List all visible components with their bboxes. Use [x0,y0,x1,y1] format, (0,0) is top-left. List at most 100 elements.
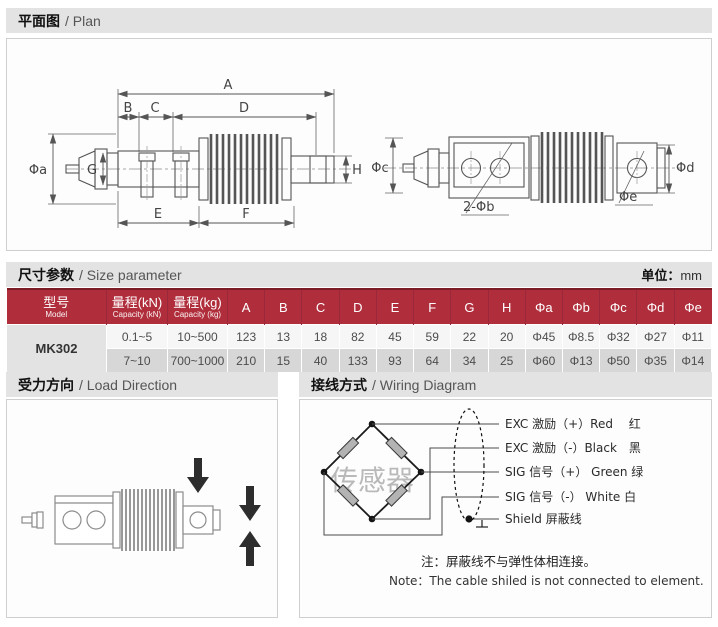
size-parameter-table: 型号 Model 量程(kN) Capacity (kN) 量程(kg) Cap… [6,288,713,373]
table-cell: Φ14 [673,348,713,373]
load-title-zh: 受力方向 [18,376,74,393]
table-cell: 93 [375,348,415,373]
load-direction-panel [6,399,278,618]
dim-label-phi-d: Φd [676,161,694,176]
bridge-resistors [336,436,408,507]
col-header-phi-e: Φe [673,288,712,325]
table-cell: Φ45 [524,324,563,349]
dim-label-b: B [124,101,133,116]
plan-panel: A B C D E F Φa G H [6,38,712,251]
dim-label-f: F [242,207,249,222]
dim-label-two-phi-b: 2-Φb [463,200,494,215]
ground-icon [476,520,488,528]
col-header-phi-b: Φb [561,288,600,325]
dim-label-e: E [154,207,162,222]
wire-label-shield: Shield 屏蔽线 [505,512,582,526]
table-cell: 22 [450,324,489,349]
dim-label-d: D [239,101,249,116]
wire-label-exc-minus: EXC 激励（-）Black 黑 [505,441,641,455]
plan-side-view-drawing: A B C D E F Φa G H [29,78,362,228]
table-cell: 64 [413,348,452,373]
plan-top-view-drawing: Φc Φd 2-Φb Φe [371,132,694,216]
table-cell: 700~1000 [167,348,228,373]
table-cell: Φ60 [524,348,563,373]
table-cell: 40 [301,348,340,373]
table-cell: Φ50 [599,348,638,373]
wire-label-sig-minus: SIG 信号（-） White 白 [505,489,636,504]
col-header-capacity-kn: 量程(kN) Capacity (kN) [106,288,168,325]
size-title-zh: 尺寸参数 [18,266,74,283]
table-cell: 59 [413,324,452,349]
wiring-title-en: / Wiring Diagram [372,376,477,393]
table-cell: 10~500 [167,324,228,349]
table-cell: Φ35 [636,348,675,373]
table-row: 7~10 700~1000 210 15 40 133 93 64 34 25 … [7,348,713,373]
col-header-a: A [226,288,265,325]
dim-label-a: A [224,78,233,93]
dim-label-h: H [352,163,362,178]
plan-section-header: 平面图 / Plan [6,8,712,33]
table-row: MK302 0.1~5 10~500 123 13 18 82 45 59 22… [6,324,713,373]
unit-indicator: 单位：mm [641,265,702,284]
unit-value: mm [680,268,702,283]
col-header-b: B [264,288,302,325]
col-header-f: F [413,288,451,325]
col-header-phi-d: Φd [636,288,675,325]
table-cell: Φ11 [673,324,713,349]
col-header-g: G [450,288,489,325]
col-header-c: C [301,288,340,325]
dim-label-phi-c: Φc [371,161,388,176]
table-cell: 13 [264,324,303,349]
dim-label-g: G [87,163,97,178]
note-zh: 注：屏蔽线不与弹性体相连接。 [421,554,596,569]
table-header-row: 型号 Model 量程(kN) Capacity (kN) 量程(kg) Cap… [6,288,712,325]
cable-bundle-ellipse [453,408,485,522]
table-cell: 7~10 [106,348,168,373]
size-section-header: 尺寸参数 / Size parameter 单位：mm [6,262,712,287]
table-cell: 123 [226,324,266,349]
dim-label-c: C [150,101,159,116]
col-header-capacity-kg: 量程(kg) Capacity (kg) [167,288,228,325]
table-cell: 45 [375,324,415,349]
col-header-e: E [375,288,414,325]
load-arrow-up-icon [239,531,261,566]
load-title-en: / Load Direction [79,376,178,393]
table-cell: Φ27 [636,324,675,349]
load-arrow-down-icon [187,458,209,493]
col-header-h: H [487,288,526,325]
table-cell: 34 [450,348,489,373]
table-cell: 0.1~5 [106,324,168,349]
wiring-diagram-drawing: 传感器 EXC 激 [320,408,704,588]
wiring-title-zh: 接线方式 [311,376,367,393]
table-cell: 15 [264,348,303,373]
wire-label-sig-plus: SIG 信号（+） Green 绿 [505,464,643,479]
col-header-d: D [338,288,377,325]
load-section-header: 受力方向 / Load Direction [6,372,278,397]
unit-label: 单位： [641,268,681,283]
table-cell: Φ13 [561,348,601,373]
table-cell: 25 [487,348,526,373]
table-cell: Φ32 [599,324,638,349]
load-arrow-down-icon [239,486,261,521]
plan-title-zh: 平面图 [18,12,60,29]
wiring-section-header: 接线方式 / Wiring Diagram [299,372,712,397]
table-cell: 20 [487,324,526,349]
col-header-phi-a: Φa [524,288,563,325]
table-cell: 82 [338,324,377,349]
table-cell: 18 [301,324,340,349]
model-cell: MK302 [6,324,107,373]
size-title-en: / Size parameter [79,266,182,283]
col-header-phi-c: Φc [599,288,637,325]
note-en: Note：The cable shiled is not connected t… [389,574,704,588]
col-header-model: 型号 Model [6,288,107,325]
table-cell: Φ8.5 [561,324,601,349]
plan-title-en: / Plan [65,12,101,29]
bridge-wires [323,423,499,536]
wiring-diagram-panel: 传感器 EXC 激 [299,399,712,618]
dim-label-phi-e: Φe [619,190,637,205]
table-cell: 210 [226,348,266,373]
wire-label-exc-plus: EXC 激励（+）Red 红 [505,416,641,431]
load-direction-drawing [21,458,261,566]
dim-label-phi-a: Φa [29,163,47,178]
